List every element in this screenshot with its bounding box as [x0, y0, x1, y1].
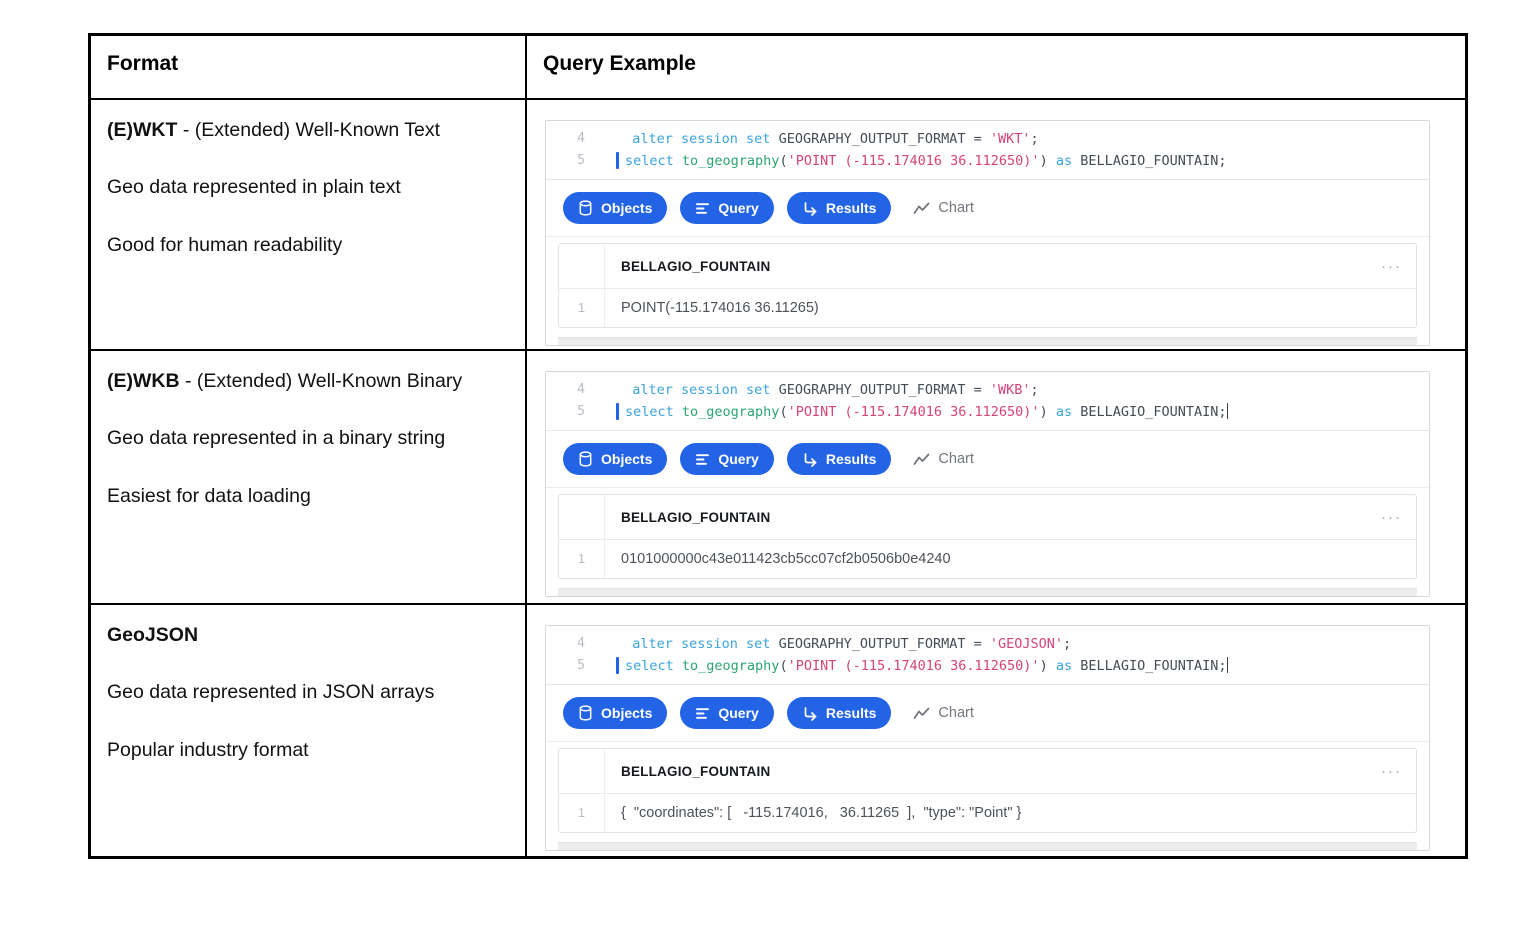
chart-line-icon	[913, 707, 930, 720]
filter-lines-icon	[695, 201, 710, 216]
format-desc: Good for human readability	[107, 233, 343, 256]
row-number: 1	[559, 540, 605, 578]
tab-chart[interactable]: Chart	[913, 200, 974, 216]
column-menu-icon[interactable]: ···	[1381, 508, 1402, 526]
sql-editor[interactable]: 4 alter session set GEOGRAPHY_OUTPUT_FOR…	[546, 121, 1429, 180]
worksheet-screenshot-wkb: 4 alter session set GEOGRAPHY_OUTPUT_FOR…	[545, 371, 1430, 597]
screenshot-bottom-strip	[558, 842, 1417, 850]
result-data-row: 1 0101000000c43e011423cb5cc07cf2b0506b0e…	[559, 540, 1416, 578]
line-number: 5	[577, 404, 585, 419]
query-example-cell-wkt: 4 alter session set GEOGRAPHY_OUTPUT_FOR…	[527, 100, 1465, 351]
row-number-gutter	[559, 749, 605, 793]
tab-query[interactable]: Query	[680, 192, 774, 224]
worksheet-screenshot-wkt: 4 alter session set GEOGRAPHY_OUTPUT_FOR…	[545, 120, 1430, 346]
tab-query[interactable]: Query	[680, 443, 774, 475]
screenshot-bottom-strip	[558, 337, 1417, 345]
column-header-format: Format	[91, 36, 527, 100]
line-number: 5	[577, 658, 585, 673]
database-icon	[578, 451, 593, 467]
code-line[interactable]: 5 select to_geography('POINT (-115.17401…	[546, 655, 1429, 677]
tab-objects[interactable]: Objects	[563, 443, 668, 475]
code-text: select to_geography('POINT (-115.174016 …	[616, 655, 1429, 677]
column-menu-icon[interactable]: ···	[1381, 762, 1402, 780]
format-title: GeoJSON	[107, 624, 199, 646]
code-line[interactable]: 5 select to_geography('POINT (-115.17401…	[546, 150, 1429, 172]
code-text: alter session set GEOGRAPHY_OUTPUT_FORMA…	[616, 131, 1039, 147]
result-column-name: BELLAGIO_FOUNTAIN	[621, 509, 771, 525]
code-text: select to_geography('POINT (-115.174016 …	[616, 401, 1429, 423]
code-text: select to_geography('POINT (-115.174016 …	[616, 150, 1429, 172]
worksheet-tab-bar: Objects Query Results Chart	[546, 431, 1429, 488]
result-data-row: 1 POINT(-115.174016 36.11265)	[559, 289, 1416, 327]
chart-line-icon	[913, 202, 930, 215]
format-desc: Geo data represented in JSON arrays	[107, 681, 435, 704]
format-desc: Geo data represented in plain text	[107, 176, 401, 199]
results-header-row: BELLAGIO_FOUNTAIN ···	[559, 749, 1416, 794]
worksheet-tab-bar: Objects Query Results Chart	[546, 685, 1429, 742]
results-table: BELLAGIO_FOUNTAIN ··· 1 POINT(-115.17401…	[558, 243, 1417, 328]
tab-objects[interactable]: Objects	[563, 697, 668, 729]
format-desc: Geo data represented in a binary string	[107, 427, 446, 450]
tab-results[interactable]: Results	[786, 443, 892, 475]
tab-objects[interactable]: Objects	[563, 192, 668, 224]
worksheet-screenshot-geojson: 4 alter session set GEOGRAPHY_OUTPUT_FOR…	[545, 625, 1430, 851]
query-example-cell-geojson: 4 alter session set GEOGRAPHY_OUTPUT_FOR…	[527, 605, 1465, 856]
format-desc: Popular industry format	[107, 738, 309, 761]
filter-lines-icon	[695, 452, 710, 467]
sql-editor[interactable]: 4 alter session set GEOGRAPHY_OUTPUT_FOR…	[546, 372, 1429, 431]
result-data-row: 1 { "coordinates": [ -115.174016, 36.112…	[559, 794, 1416, 832]
sql-editor[interactable]: 4 alter session set GEOGRAPHY_OUTPUT_FOR…	[546, 626, 1429, 685]
return-arrow-icon	[802, 452, 818, 467]
tab-query[interactable]: Query	[680, 697, 774, 729]
code-line[interactable]: 4 alter session set GEOGRAPHY_OUTPUT_FOR…	[546, 633, 1429, 655]
return-arrow-icon	[802, 201, 818, 216]
format-title: (E)WKT - (Extended) Well-Known Text	[107, 119, 441, 141]
line-number: 4	[577, 131, 585, 146]
screenshot-bottom-strip	[558, 588, 1417, 596]
code-line[interactable]: 4 alter session set GEOGRAPHY_OUTPUT_FOR…	[546, 128, 1429, 150]
chart-line-icon	[913, 453, 930, 466]
results-section: BELLAGIO_FOUNTAIN ··· 1 0101000000c43e01…	[546, 488, 1429, 596]
tab-results[interactable]: Results	[786, 192, 892, 224]
results-section: BELLAGIO_FOUNTAIN ··· 1 POINT(-115.17401…	[546, 237, 1429, 345]
row-number: 1	[559, 289, 605, 327]
row-number-gutter	[559, 495, 605, 539]
result-column-name: BELLAGIO_FOUNTAIN	[621, 258, 771, 274]
results-table: BELLAGIO_FOUNTAIN ··· 1 { "coordinates":…	[558, 748, 1417, 833]
code-text: alter session set GEOGRAPHY_OUTPUT_FORMA…	[616, 382, 1039, 398]
code-line[interactable]: 5 select to_geography('POINT (-115.17401…	[546, 401, 1429, 423]
result-value: { "coordinates": [ -115.174016, 36.11265…	[621, 805, 1022, 821]
row-number-gutter	[559, 244, 605, 288]
return-arrow-icon	[802, 706, 818, 721]
format-title: (E)WKB - (Extended) Well-Known Binary	[107, 370, 463, 392]
results-header-row: BELLAGIO_FOUNTAIN ···	[559, 495, 1416, 540]
column-menu-icon[interactable]: ···	[1381, 257, 1402, 275]
filter-lines-icon	[695, 706, 710, 721]
line-number: 4	[577, 636, 585, 651]
format-cell-wkt: (E)WKT - (Extended) Well-Known Text Geo …	[91, 100, 527, 351]
code-text: alter session set GEOGRAPHY_OUTPUT_FORMA…	[616, 636, 1072, 652]
result-column-name: BELLAGIO_FOUNTAIN	[621, 763, 771, 779]
tab-results[interactable]: Results	[786, 697, 892, 729]
tab-chart[interactable]: Chart	[913, 705, 974, 721]
format-cell-wkb: (E)WKB - (Extended) Well-Known Binary Ge…	[91, 351, 527, 605]
tab-chart[interactable]: Chart	[913, 451, 974, 467]
result-value: 0101000000c43e011423cb5cc07cf2b0506b0e42…	[621, 551, 951, 567]
database-icon	[578, 200, 593, 216]
result-value: POINT(-115.174016 36.11265)	[621, 300, 819, 316]
code-line[interactable]: 4 alter session set GEOGRAPHY_OUTPUT_FOR…	[546, 379, 1429, 401]
line-number: 5	[577, 153, 585, 168]
format-cell-geojson: GeoJSON Geo data represented in JSON arr…	[91, 605, 527, 856]
results-header-row: BELLAGIO_FOUNTAIN ···	[559, 244, 1416, 289]
query-example-cell-wkb: 4 alter session set GEOGRAPHY_OUTPUT_FOR…	[527, 351, 1465, 605]
line-number: 4	[577, 382, 585, 397]
row-number: 1	[559, 794, 605, 832]
format-desc: Easiest for data loading	[107, 484, 311, 507]
results-table: BELLAGIO_FOUNTAIN ··· 1 0101000000c43e01…	[558, 494, 1417, 579]
column-header-query-example: Query Example	[527, 36, 1465, 100]
results-section: BELLAGIO_FOUNTAIN ··· 1 { "coordinates":…	[546, 742, 1429, 850]
format-comparison-table: Format Query Example (E)WKT - (Extended)…	[88, 33, 1468, 859]
database-icon	[578, 705, 593, 721]
worksheet-tab-bar: Objects Query Results Chart	[546, 180, 1429, 237]
